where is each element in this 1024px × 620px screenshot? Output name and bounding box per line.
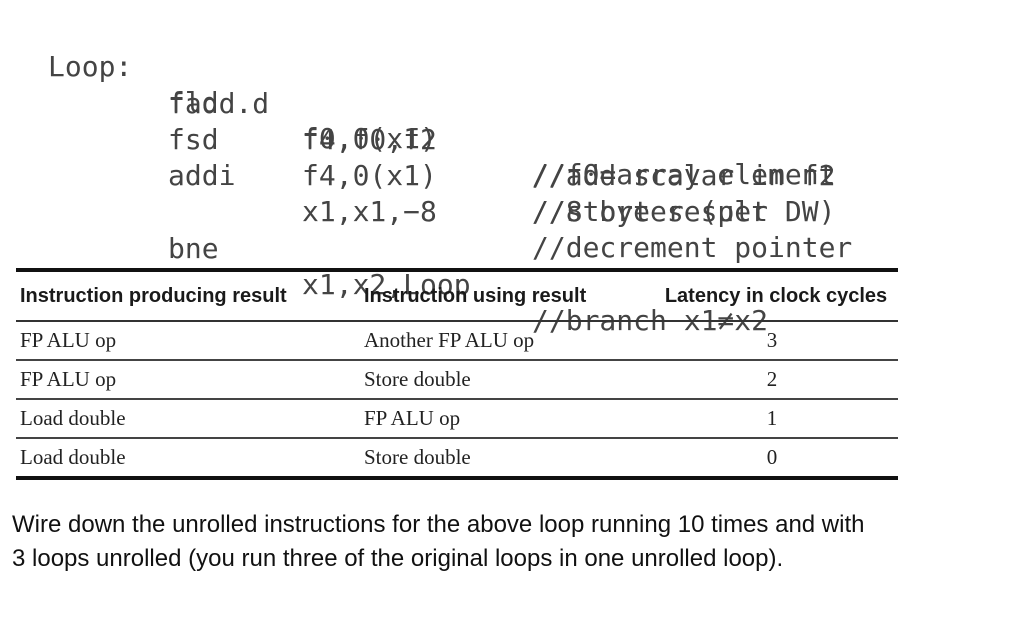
code-opcode: fld	[168, 86, 219, 119]
code-opcode: fsd	[168, 123, 219, 156]
code-operands: f4,0(x1)	[302, 159, 437, 192]
cell-producing: FP ALU op	[16, 360, 360, 400]
code-opcode: fadd.d	[168, 87, 270, 120]
code-opcode: addi	[168, 159, 236, 192]
cell-latency: 1	[654, 399, 898, 439]
cell-producing: Load double	[16, 438, 360, 480]
latency-table: Instruction producing result Instruction…	[16, 268, 898, 480]
cell-using: FP ALU op	[360, 399, 654, 439]
table-row: Load double FP ALU op 1	[16, 399, 898, 439]
cell-latency: 3	[654, 321, 898, 361]
code-line: Loop: fld f0,0(x1) //f0=array element	[0, 13, 835, 191]
cell-latency: 2	[654, 360, 898, 400]
cell-producing: Load double	[16, 399, 360, 439]
question-line-2: 3 loops unrolled (you run three of the o…	[12, 545, 784, 572]
code-operands: f4,f0,f2	[302, 123, 437, 156]
table-row: FP ALU op Store double 2	[16, 360, 898, 400]
question-text: Wire down the unrolled instructions for …	[12, 508, 1012, 576]
table-row: Load double Store double 0	[16, 438, 898, 480]
code-comment: //8 bytes (per DW)	[532, 195, 836, 228]
cell-producing: FP ALU op	[16, 321, 360, 361]
code-comment: //add scalar in f2	[532, 159, 836, 192]
code-line: //8 bytes (per DW)	[0, 158, 835, 228]
table-row: FP ALU op Another FP ALU op 3	[16, 321, 898, 361]
code-line: fadd.d f4,f0,f2 //add scalar in f2	[0, 50, 835, 192]
table-header-row: Instruction producing result Instruction…	[16, 268, 898, 322]
question-line-1: Wire down the unrolled instructions for …	[12, 511, 865, 538]
cell-using: Store double	[360, 438, 654, 480]
code-comment: //decrement pointer	[532, 231, 853, 264]
assembly-code-block: Loop: fld f0,0(x1) //f0=array element fa…	[0, 0, 1024, 337]
header-producing: Instruction producing result	[16, 268, 360, 322]
code-comment: //f0=array element	[532, 158, 836, 191]
code-label: Loop:	[48, 50, 133, 83]
header-using: Instruction using result	[360, 268, 654, 322]
code-comment: //store result	[532, 195, 769, 228]
header-latency: Latency in clock cycles	[654, 268, 898, 322]
cell-latency: 0	[654, 438, 898, 480]
cell-using: Store double	[360, 360, 654, 400]
code-line: fsd f4,0(x1) //store result	[0, 86, 768, 228]
code-opcode: bne	[168, 232, 219, 265]
cell-using: Another FP ALU op	[360, 321, 654, 361]
code-operands: x1,x1,−8	[302, 195, 437, 228]
code-line: bne x1,x2,Loop //branch x1≠x2	[0, 195, 768, 337]
code-line: addi x1,x1,−8 //decrement pointer	[0, 122, 852, 264]
code-operands: f0,0(x1)	[302, 122, 437, 155]
